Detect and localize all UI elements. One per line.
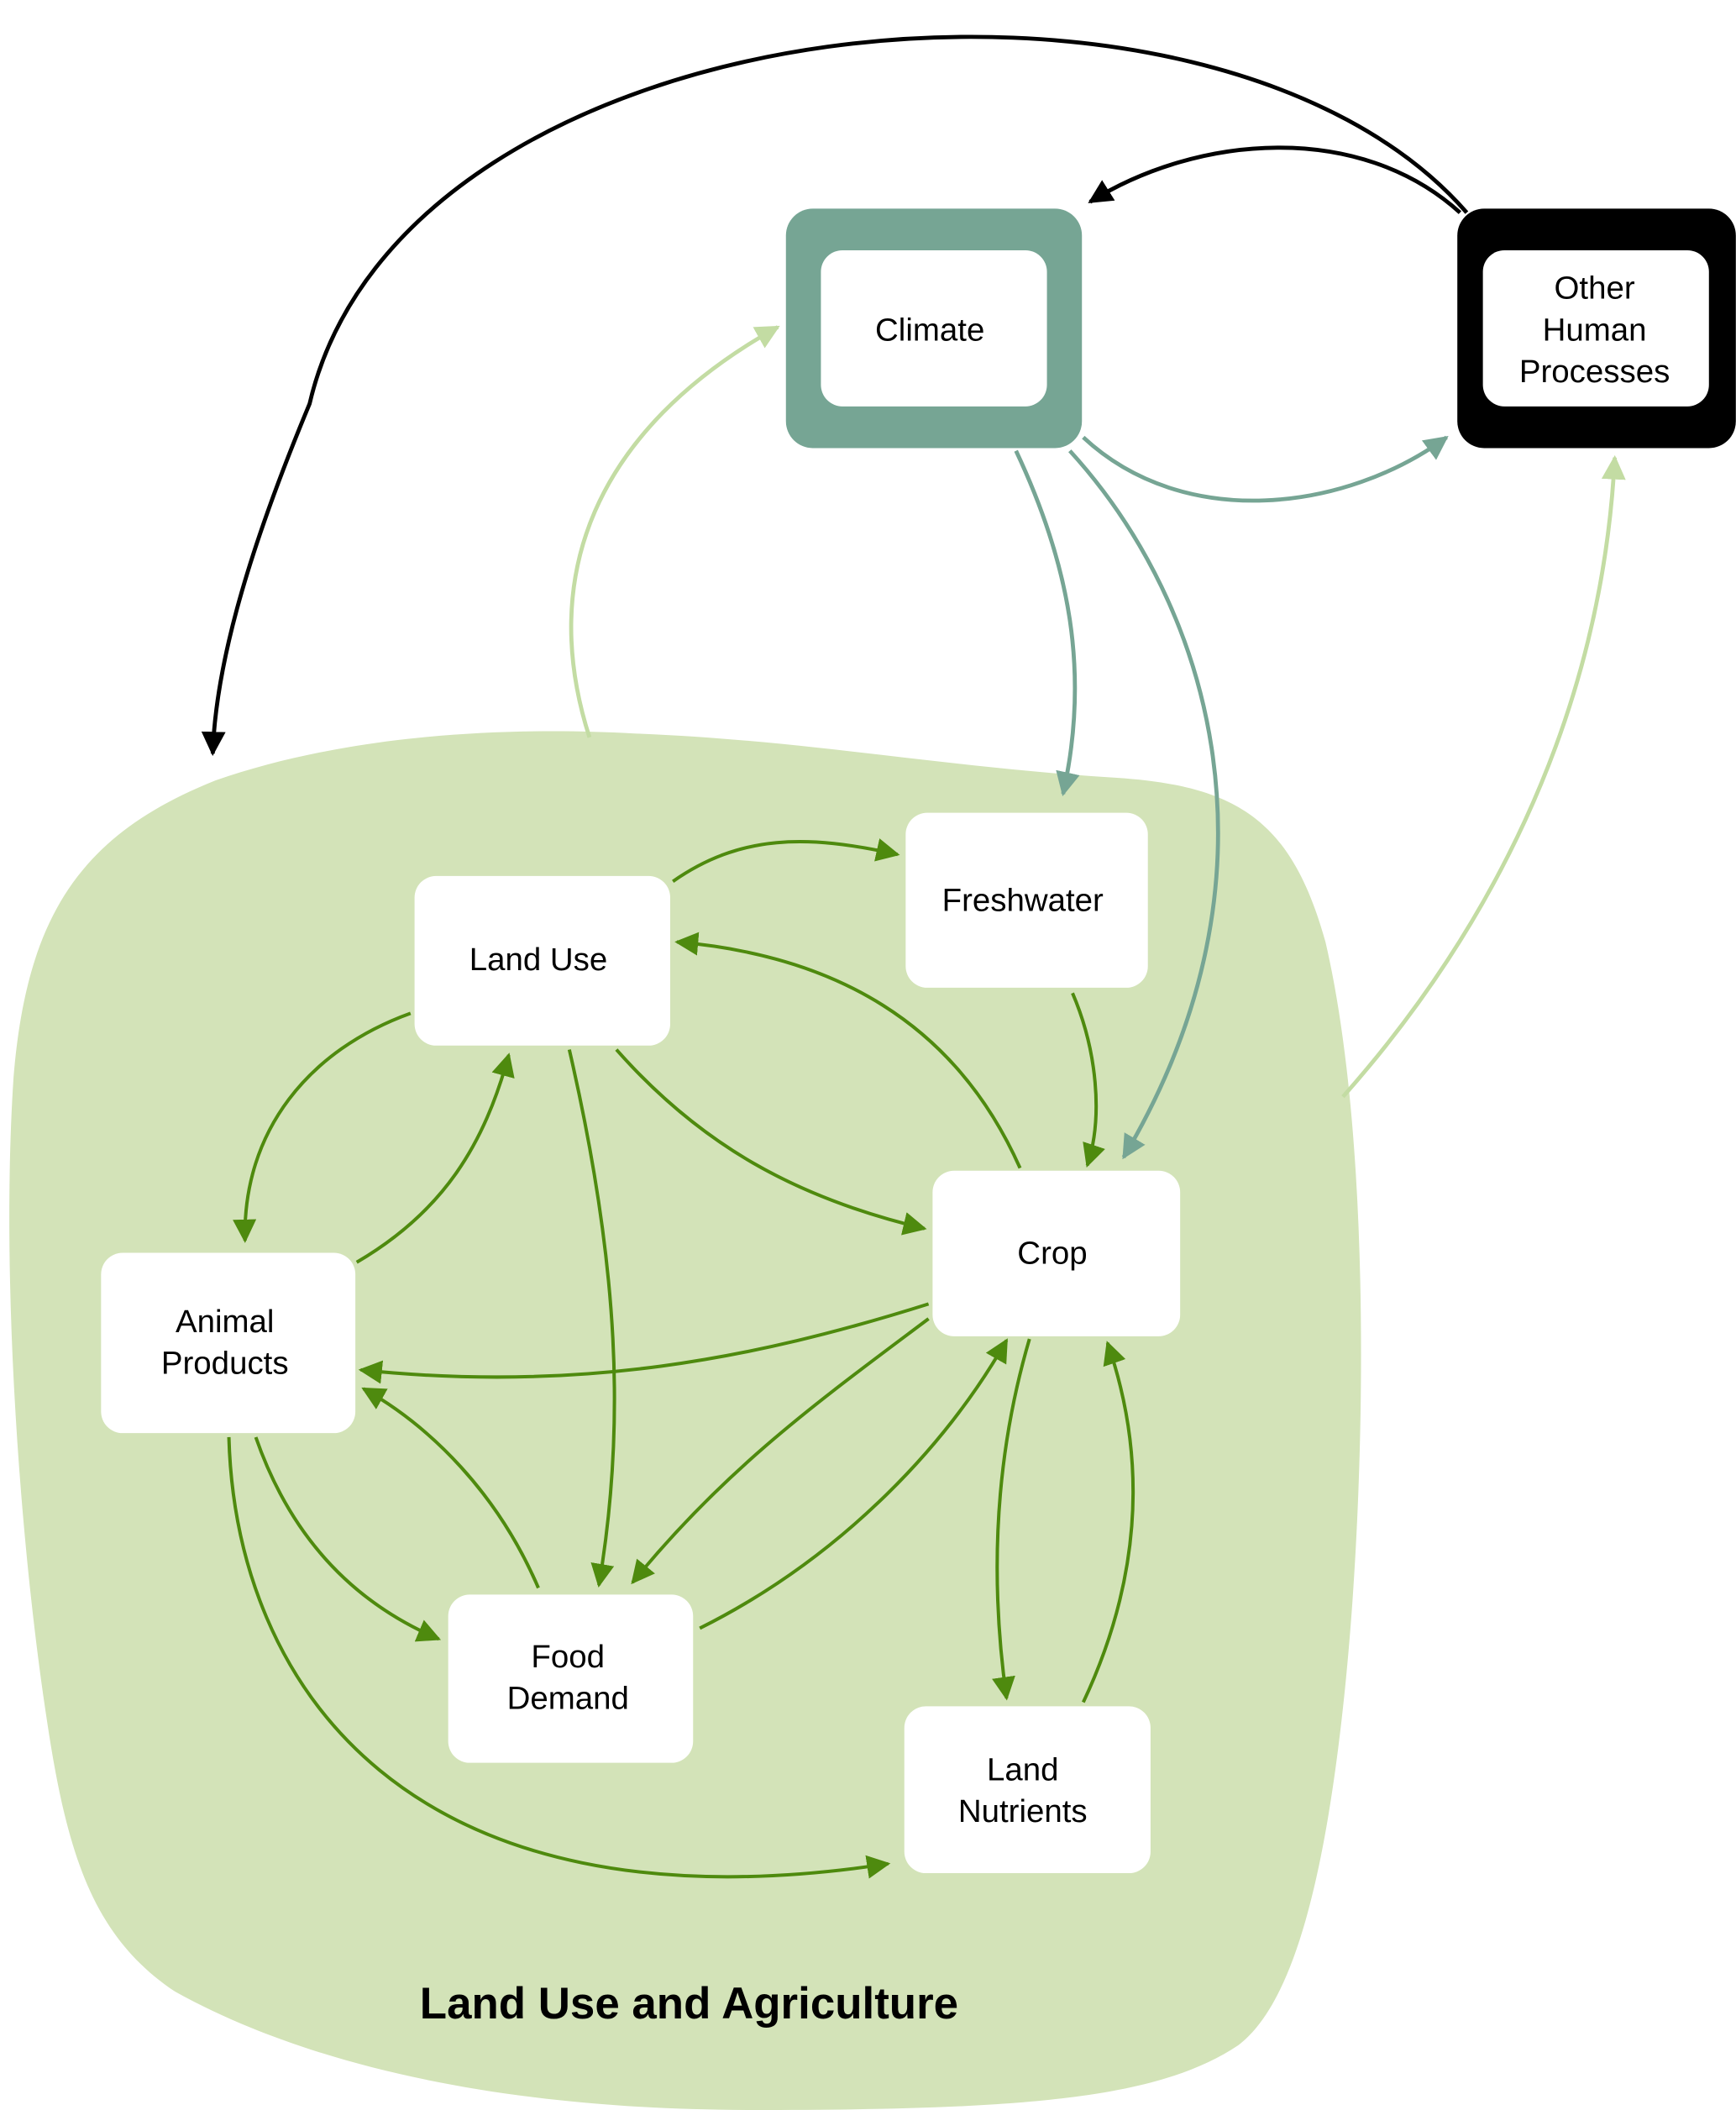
edge-animal-products-to-food-demand (254, 1436, 442, 1642)
edge-crop-to-animal-products (358, 1302, 930, 1384)
edges-layer (201, 34, 1626, 1879)
crop-label: Crop (1017, 1235, 1087, 1271)
animal-products-label-line1: Animal (176, 1304, 275, 1340)
edge-crop-to-food-demand (631, 1317, 930, 1585)
edge-land-use-and-agriculture-to-climate (569, 325, 780, 738)
animal-products-node-box (101, 1252, 356, 1434)
food-demand-label-line2: Demand (507, 1681, 629, 1717)
animal-products-label-line2: Products (161, 1346, 289, 1382)
climate-node[interactable]: Climate (785, 208, 1083, 449)
animal-products-node[interactable]: Animal Products (101, 1252, 356, 1434)
edge-land-nutrients-to-crop (1082, 1341, 1135, 1703)
edge-animal-products-to-land-use (355, 1052, 515, 1264)
land-nutrients-node[interactable]: Land Nutrients (904, 1706, 1151, 1874)
edge-land-use-to-freshwater (672, 838, 900, 883)
land-nutrients-node-box (904, 1706, 1151, 1874)
crop-node-box (932, 1170, 1181, 1336)
freshwater-node[interactable]: Freshwater (905, 812, 1148, 988)
land-use-node[interactable]: Land Use (414, 875, 670, 1046)
edge-freshwater-to-crop (1071, 992, 1105, 1168)
edge-crop-to-land-use (674, 932, 1022, 1169)
edge-animal-products-to-land-nutrients (227, 1436, 891, 1879)
edge-land-use-to-crop (615, 1048, 927, 1236)
edge-climate-to-crop (1068, 449, 1220, 1160)
land-use-label: Land Use (469, 942, 608, 978)
land-nutrients-label-line1: Land (987, 1752, 1059, 1788)
edge-climate-to-freshwater (1014, 449, 1080, 797)
freshwater-node-box (905, 812, 1148, 988)
edge-other-human-to-climate (1088, 145, 1462, 214)
other-human-label-line3: Processes (1519, 354, 1670, 390)
food-demand-node-box (448, 1594, 694, 1763)
other-human-label-line2: Human (1543, 312, 1647, 348)
food-demand-label-line1: Food (531, 1639, 605, 1675)
edge-land-use-and-agriculture-to-other-human (1341, 454, 1626, 1099)
land-use-node-box (414, 875, 670, 1046)
climate-label: Climate (875, 312, 984, 348)
freshwater-label: Freshwater (942, 883, 1104, 919)
food-demand-node[interactable]: Food Demand (448, 1594, 694, 1763)
edge-land-use-to-food-demand (567, 1049, 616, 1588)
land-nutrients-label-line2: Nutrients (958, 1793, 1088, 1829)
edge-crop-to-land-nutrients (992, 1338, 1031, 1701)
crop-node[interactable]: Crop (932, 1170, 1181, 1336)
edge-land-use-to-animal-products (233, 1011, 412, 1243)
climate-node-box (821, 249, 1047, 407)
edge-other-human-to-land-use-and-agriculture (201, 34, 1469, 757)
other-human-label-line1: Other (1555, 270, 1635, 307)
other-human-node-box (1482, 249, 1709, 407)
other-human-processes-node[interactable]: Other Human Processes (1457, 208, 1736, 449)
edge-food-demand-to-animal-products (361, 1387, 540, 1589)
region-title: Land Use and Agriculture (420, 1979, 958, 2029)
edge-food-demand-to-crop (699, 1338, 1009, 1630)
edge-climate-to-other-human (1082, 435, 1449, 503)
